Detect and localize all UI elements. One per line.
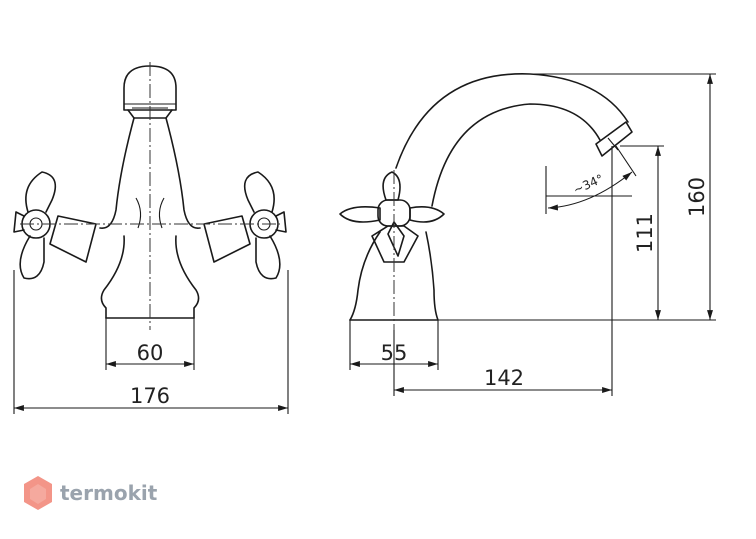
front-body-upper bbox=[99, 117, 201, 229]
side-spout-tip bbox=[595, 121, 633, 157]
dim-front-base-width: 60 bbox=[137, 341, 164, 365]
brand-logo: termokit bbox=[24, 476, 158, 510]
side-body bbox=[349, 231, 439, 321]
dim-front-overall-width: 176 bbox=[130, 384, 170, 408]
side-spout-inner bbox=[431, 103, 601, 207]
brand-name: termokit bbox=[60, 481, 158, 505]
dim-side-spout-height: 111 bbox=[633, 213, 657, 253]
side-view: ~34° 55 142 111 160 bbox=[339, 73, 716, 396]
front-left-handle bbox=[13, 171, 97, 280]
front-view: 60 176 bbox=[13, 62, 289, 414]
front-right-handle bbox=[203, 171, 287, 280]
angle-arc bbox=[547, 171, 633, 211]
front-body-lower bbox=[100, 235, 200, 319]
dim-side-spout-reach: 142 bbox=[484, 366, 524, 390]
dim-side-overall-height: 160 bbox=[685, 177, 709, 217]
side-spout-outer bbox=[395, 73, 629, 169]
